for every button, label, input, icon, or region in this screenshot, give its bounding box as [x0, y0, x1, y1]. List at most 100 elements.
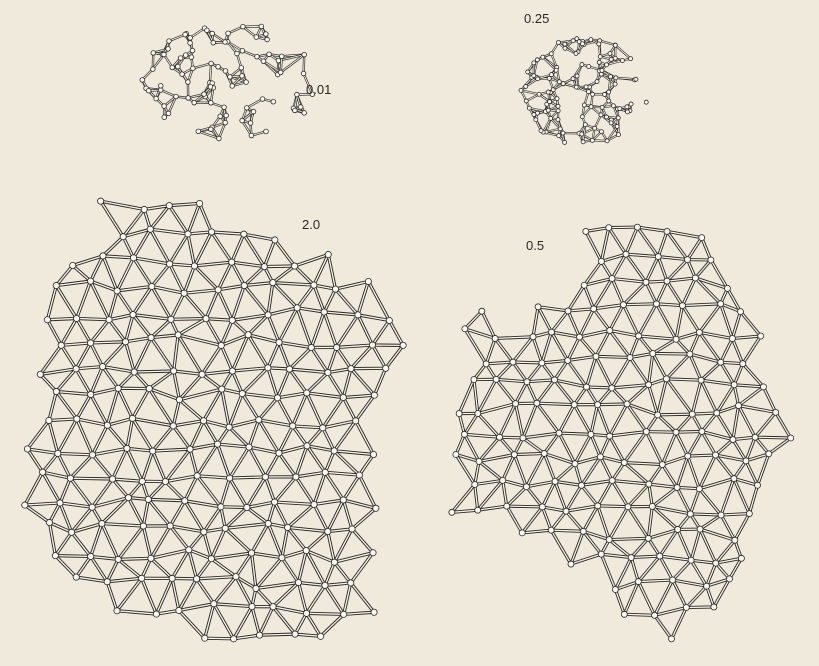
mesh-strut-highlight: [194, 266, 218, 290]
mesh-node: [483, 361, 489, 367]
mesh-node: [597, 42, 601, 46]
mesh-node: [255, 54, 260, 59]
mesh-strut-highlight: [658, 415, 676, 432]
mesh-node: [657, 553, 663, 559]
mesh-strut-highlight: [626, 227, 637, 254]
mesh-node: [180, 72, 185, 77]
mesh-strut-highlight: [184, 266, 194, 293]
mesh-strut-highlight: [170, 234, 188, 264]
mesh-strut-highlight: [174, 371, 180, 400]
mesh-node: [334, 344, 340, 350]
mesh-node: [547, 76, 551, 80]
mesh-strut-highlight: [279, 453, 296, 477]
mesh-strut-highlight: [232, 286, 244, 321]
mesh-node: [583, 228, 589, 234]
mesh-node: [655, 254, 661, 260]
mesh-strut-highlight: [598, 404, 627, 405]
mesh-strut-highlight: [242, 394, 259, 420]
mesh-strut-highlight: [328, 500, 344, 532]
mesh-strut-highlight: [688, 456, 700, 489]
mesh-strut-highlight: [43, 453, 58, 472]
mesh-node: [519, 88, 523, 92]
mesh-strut-highlight: [289, 369, 306, 393]
mesh-node: [208, 229, 214, 235]
mesh-panel-0-5: 0.5: [449, 224, 794, 642]
mesh-node: [115, 556, 121, 562]
mesh-strut-highlight: [739, 387, 764, 406]
mesh-node: [168, 316, 174, 322]
mesh-node: [574, 85, 578, 89]
mesh-strut-highlight: [701, 362, 721, 380]
mesh-strut-highlight: [152, 264, 170, 286]
mesh-node: [546, 90, 550, 94]
mesh-strut-highlight: [279, 342, 311, 347]
mesh-node: [462, 326, 468, 332]
mesh-strut-highlight: [769, 438, 791, 454]
mesh-strut-highlight: [307, 373, 328, 393]
mesh-strut-highlight: [776, 412, 791, 438]
mesh-node: [561, 82, 565, 86]
mesh-strut-highlight: [683, 306, 700, 333]
mesh-node: [613, 82, 617, 86]
mesh-strut-highlight: [221, 478, 230, 507]
mesh-strut-highlight: [623, 305, 638, 336]
mesh-strut-highlight: [601, 228, 608, 262]
mesh-node: [67, 475, 73, 481]
mesh-strut-highlight: [702, 413, 717, 432]
mesh-node: [158, 84, 163, 89]
mesh-strut-highlight: [188, 203, 200, 233]
mesh-strut-highlight: [721, 479, 734, 515]
mesh-node: [606, 537, 612, 543]
mesh-strut-highlight: [676, 431, 702, 432]
mesh-node: [572, 461, 578, 467]
mesh-node: [145, 496, 151, 502]
mesh-strut-highlight: [314, 285, 324, 312]
mesh-strut-highlight: [103, 237, 123, 256]
mesh-node: [123, 339, 129, 345]
mesh-strut-highlight: [151, 338, 174, 371]
mesh-node: [183, 32, 188, 37]
mesh-node: [663, 376, 669, 382]
mesh-node: [44, 317, 50, 323]
mesh-node: [70, 262, 76, 268]
mesh-node: [341, 611, 347, 617]
mesh-strut-highlight: [214, 577, 236, 604]
mesh-node: [211, 601, 217, 607]
mesh-strut-highlight: [368, 281, 389, 320]
mesh-node: [456, 411, 462, 417]
mesh-node: [318, 633, 324, 639]
mesh-strut-highlight: [733, 406, 739, 440]
mesh-strut-highlight: [695, 260, 711, 278]
mesh-node: [724, 285, 730, 291]
mesh-node: [298, 105, 303, 110]
mesh-node: [580, 132, 584, 136]
mesh-strut-highlight: [692, 380, 701, 414]
mesh-node: [222, 105, 227, 110]
mesh-node: [512, 401, 518, 407]
mesh-node: [280, 54, 285, 59]
mesh-strut-highlight: [601, 554, 615, 589]
mesh-node: [89, 452, 95, 458]
mesh-node: [616, 133, 620, 137]
mesh-strut-highlight: [242, 368, 268, 394]
mesh-node: [369, 342, 375, 348]
mesh-strut-highlight: [610, 404, 627, 436]
mesh-node: [240, 74, 245, 79]
mesh-node: [571, 77, 575, 81]
mesh-node: [130, 312, 136, 318]
mesh-strut-highlight: [113, 448, 127, 479]
mesh-node: [536, 77, 540, 81]
mesh-node: [239, 66, 244, 71]
mesh-node: [766, 451, 772, 457]
mesh-node: [593, 353, 599, 359]
mesh-node: [226, 424, 232, 430]
mesh-strut-highlight: [649, 385, 658, 415]
mesh-strut-highlight: [749, 485, 757, 513]
mesh-strut-highlight: [507, 487, 527, 506]
mesh-node: [449, 509, 455, 515]
mesh-strut-highlight: [631, 558, 638, 582]
mesh-node: [211, 40, 216, 45]
mesh-strut-highlight: [314, 472, 325, 504]
mesh-node: [711, 604, 717, 610]
